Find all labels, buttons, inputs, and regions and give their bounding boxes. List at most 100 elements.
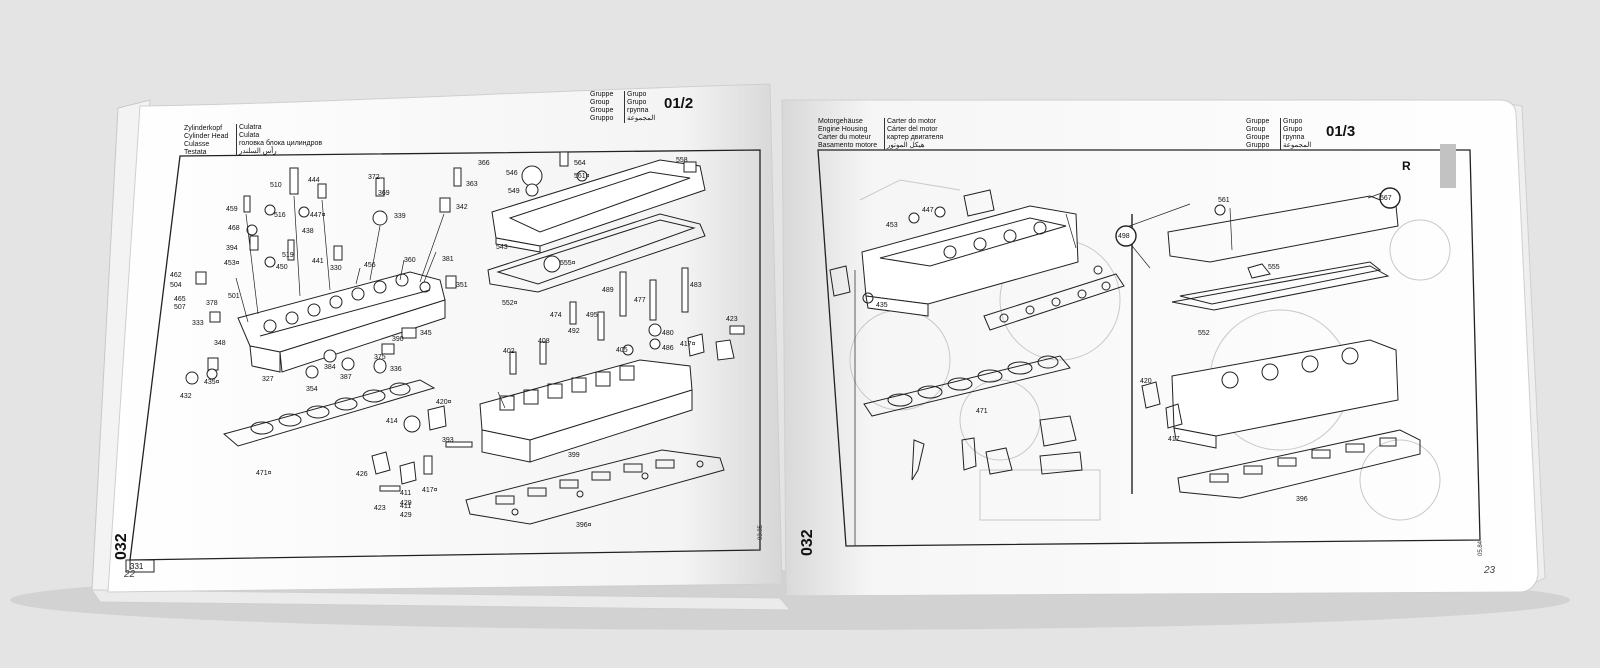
part-number-label: 411: [400, 503, 412, 510]
group-label: Group: [1246, 126, 1266, 133]
part-number-label: 555: [1268, 264, 1280, 271]
part-number-label: 471: [976, 408, 988, 415]
group-label: Gruppe: [1246, 118, 1270, 125]
right-spine-code: 032: [799, 529, 816, 556]
part-number-label: 453: [886, 222, 898, 229]
part-number-label: 366: [478, 160, 490, 167]
engine-housing-drawing: [829, 179, 1451, 546]
part-number-label: 354: [306, 386, 318, 393]
group-label: Grupo: [627, 99, 647, 106]
right-page-number: 23: [1484, 565, 1496, 576]
part-number-label: 501: [228, 293, 240, 300]
left-header-translations: Culatra Culata головка блока цилиндров ر…: [236, 124, 322, 156]
part-number-label: 438: [302, 228, 314, 235]
part-number-label: 369: [378, 190, 390, 197]
part-number-label: 423: [374, 505, 386, 512]
right-group-number: 01/3: [1326, 123, 1356, 140]
right-header-translations: Carter do motor Cárter del motor картер …: [884, 118, 943, 150]
part-number-label: 561¤: [574, 173, 590, 180]
right-header-title: Basamento motore: [818, 142, 878, 149]
left-header-translation: головка блока цилиндров: [239, 140, 323, 147]
part-number-label: 330: [330, 265, 342, 272]
part-number-label: 546: [506, 170, 518, 177]
page-code-box: [125, 559, 155, 573]
part-number-label: 564: [574, 160, 586, 167]
part-number-label: 552¤: [502, 300, 518, 307]
part-number-label: 390: [392, 336, 404, 343]
part-number-label: 417: [1168, 436, 1180, 443]
part-number-label: 405: [616, 347, 628, 354]
part-number-label: 456: [364, 262, 376, 269]
part-number-label: 387: [340, 374, 352, 381]
part-number-label: 420¤: [436, 399, 452, 406]
part-number-label: 510: [270, 182, 282, 189]
left-page-number: 22: [124, 569, 136, 580]
part-number-label: 417¤: [680, 341, 696, 348]
part-number-label: 480: [662, 330, 674, 337]
part-number-label: 516: [274, 212, 286, 219]
right-header-translation: картер двигателя: [887, 134, 944, 141]
right-group-labels-translated: Grupo Grupo группа المجموعة: [1280, 118, 1311, 150]
part-number-label: 420: [1140, 378, 1152, 385]
part-number-label: 375: [374, 354, 386, 361]
left-header-title: Cylinder Head: [184, 133, 229, 140]
part-number-label: 348: [214, 340, 226, 347]
part-number-label: 378: [206, 300, 218, 307]
left-header-titles: Zylinderkopf Cylinder Head Culasse Testa…: [184, 125, 228, 157]
right-header-title: Motorgehäuse: [818, 118, 863, 125]
left-group-labels-translated: Grupo Grupo группа المجموعة: [624, 91, 655, 123]
part-number-label: 567: [1380, 195, 1392, 202]
right-group-labels: Gruppe Group Groupe Gruppo: [1246, 118, 1269, 150]
left-group-labels: Gruppe Group Groupe Gruppo: [590, 91, 613, 123]
part-number-label: 504: [170, 282, 182, 289]
right-header-translation: Carter do motor: [887, 118, 937, 125]
part-number-label: 399: [568, 452, 580, 459]
part-number-label: 393: [442, 437, 454, 444]
left-edge-code: 03.85: [758, 524, 764, 540]
left-spine-code: 032: [113, 533, 130, 560]
part-number-label: 561: [1218, 197, 1230, 204]
left-header-title: Zylinderkopf: [184, 125, 223, 132]
corner-letter: R: [1402, 159, 1411, 173]
part-number-label: 453¤: [224, 260, 240, 267]
right-diagram-frame: [817, 149, 1481, 547]
part-number-label: 396¤: [576, 522, 592, 529]
part-number-label: 360: [404, 257, 416, 264]
part-number-label: 372: [368, 174, 380, 181]
left-header-translation: Culatra: [239, 124, 262, 131]
part-number-label: 519: [282, 252, 294, 259]
part-number-label: 417¤: [422, 487, 438, 494]
index-tab: [1440, 144, 1456, 188]
group-label: Gruppo: [1246, 142, 1270, 149]
part-number-label: 411: [400, 490, 412, 497]
left-header-translation: Culata: [239, 132, 260, 139]
part-number-label: 474: [550, 312, 562, 319]
right-header-translation: هيكل الموتور: [887, 142, 925, 149]
part-number-label: 477: [634, 297, 646, 304]
part-number-label: 351: [456, 282, 468, 289]
group-label: Grupo: [627, 91, 647, 98]
group-label: المجموعة: [627, 115, 656, 122]
right-header-translation: Cárter del motor: [887, 126, 938, 133]
part-number-label: 486: [662, 345, 674, 352]
left-header-title: Testata: [184, 149, 207, 156]
part-number-label: 555¤: [560, 260, 576, 267]
part-number-label: 435¤: [204, 379, 220, 386]
part-number-label: 447¤: [310, 212, 326, 219]
cylinder-head-drawing: [185, 151, 745, 525]
left-page-code: 331: [130, 562, 144, 571]
group-label: Gruppe: [590, 91, 614, 98]
group-label: Groupe: [1246, 134, 1270, 141]
group-label: группа: [1283, 134, 1305, 141]
group-label: Gruppo: [590, 115, 614, 122]
part-number-label: 408: [538, 338, 550, 345]
part-number-label: 450: [276, 264, 288, 271]
part-number-label: 432: [180, 393, 192, 400]
part-number-label: 552: [1198, 330, 1210, 337]
part-number-label: 345: [420, 330, 432, 337]
part-number-label: 339: [394, 213, 406, 220]
part-number-label: 381: [442, 256, 454, 263]
part-number-label: 492: [568, 328, 580, 335]
group-label: Grupo: [1283, 126, 1303, 133]
